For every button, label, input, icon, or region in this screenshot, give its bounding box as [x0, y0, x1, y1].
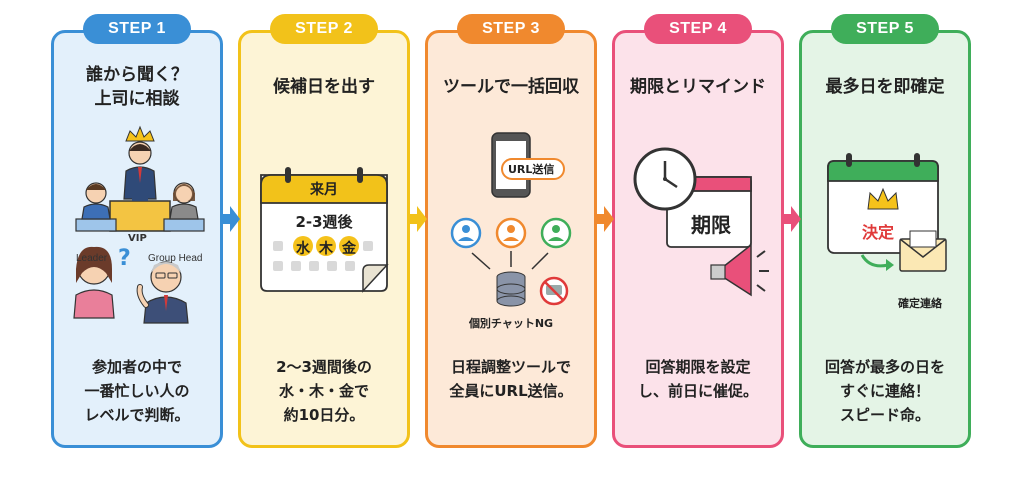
step-1-title: 誰から聞く？ 上司に相談 [86, 65, 188, 109]
step-3-title: ツールで一括回収 [443, 77, 579, 97]
arrow-right-icon [783, 206, 801, 232]
step-3-badge: STEP 3 [457, 14, 565, 44]
group-head-label: Group Head [148, 253, 203, 264]
calendar-weeks: 2-3週後 [295, 213, 353, 231]
step-3-card: ツールで一括回収 UR [425, 30, 597, 448]
megaphone-icon [710, 243, 769, 297]
step-3-illustration [450, 132, 572, 307]
smartphone-icon [491, 132, 565, 198]
user-icon [450, 217, 572, 249]
step-1-illustration: ? [73, 125, 205, 324]
question-icon: ? [118, 246, 131, 271]
arrow-right-icon [596, 206, 614, 232]
no-chat-label: 個別チャットNG [468, 317, 554, 330]
arrow-right-icon [409, 206, 427, 232]
calendar-icon [260, 167, 389, 293]
step-5-badge: STEP 5 [831, 14, 939, 44]
step-4-title: 期限とリマインド [630, 77, 766, 97]
step-5-card: 最多日を即確定 決定 確定連絡 回答が最多の日を すぐに連絡！ スピード命。 [799, 30, 971, 448]
no-chat-icon [539, 276, 569, 306]
step-2-desc: 2〜3週間後の 水・木・金で 約10日分。 [276, 358, 372, 424]
step-5-desc: 回答が最多の日を すぐに連絡！ スピード命。 [824, 358, 945, 424]
step-4-illustration [633, 147, 769, 297]
vip-label: VIP [128, 233, 147, 244]
crown-icon [125, 125, 155, 142]
step-5-illustration [827, 153, 947, 272]
step-4-badge: STEP 4 [644, 14, 752, 44]
calendar-day-wed: 水 [296, 241, 310, 257]
confirm-label: 確定連絡 [898, 297, 942, 310]
arrow-right-icon [222, 206, 240, 232]
url-send-label: URL送信 [508, 163, 555, 176]
step-1-desc: 参加者の中で 一番忙しい人の レベルで判断。 [84, 358, 190, 424]
step-4-desc: 回答期限を設定 し、前日に催促。 [637, 358, 758, 400]
step-4-card: 期限とリマインド 期限 回答期限を設定 し、前日に催促。 [612, 30, 784, 448]
step-1-badge: STEP 1 [83, 14, 191, 44]
calendar-day-thu: 木 [319, 241, 333, 257]
step-1-card: 誰から聞く？ 上司に相談 ? VIP [51, 30, 223, 448]
leader-label: Leader [76, 253, 108, 264]
decided-label: 決定 [862, 223, 895, 242]
envelope-icon [899, 230, 947, 272]
step-3-desc: 日程調整ツールで 全員にURL送信。 [449, 358, 573, 400]
database-icon [496, 271, 526, 307]
crown-icon [867, 187, 899, 210]
step-5-title: 最多日を即確定 [825, 77, 945, 97]
step-2-badge: STEP 2 [270, 14, 378, 44]
deadline-label: 期限 [691, 213, 731, 237]
calendar-day-fri: 金 [342, 241, 356, 257]
calendar-month: 来月 [310, 182, 338, 198]
step-2-title: 候補日を出す [273, 77, 375, 97]
step-2-card: 候補日を出す 来月 2-3週後 水 木 金 2〜3週間後の 水・木・金で 約10… [238, 30, 410, 448]
